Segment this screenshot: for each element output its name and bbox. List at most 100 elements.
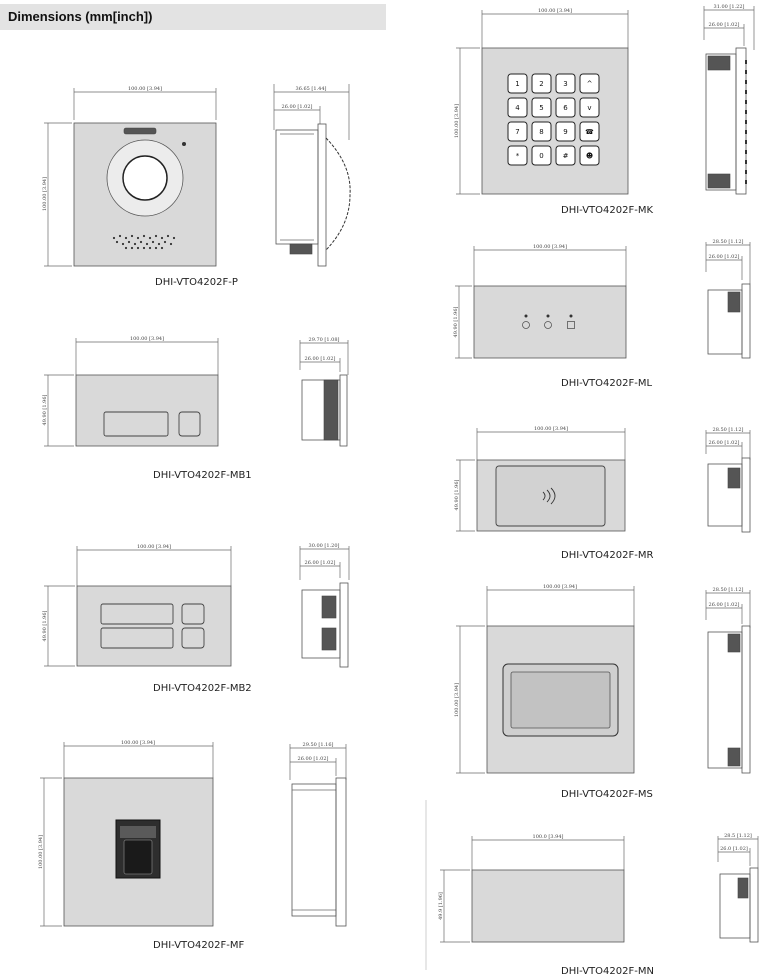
drawing-ms-front: 100.00 [3.94] 100.00 [3.94]: [454, 584, 635, 774]
keypad-key: [507, 73, 528, 94]
front-plate: [749, 867, 759, 943]
drawing-p-side: 36.65 [1.44] 26.00 [1.02]: [273, 84, 351, 267]
keypad-key-label: ☻: [586, 152, 593, 160]
keypad-key-label: ^: [587, 80, 593, 88]
front-plate: [339, 582, 349, 668]
keypad-key: [507, 121, 528, 142]
housing-box: [275, 129, 319, 245]
front-plate: [335, 777, 347, 927]
indicator-light: [182, 142, 186, 146]
model-label-ml: DHI-VTO4202F-ML: [561, 378, 652, 389]
back-bracket-top: [727, 633, 741, 653]
keypad-key-label: 4: [515, 104, 520, 112]
model-label-mr: DHI-VTO4202F-MR: [561, 550, 653, 561]
model-label-p: DHI-VTO4202F-P: [155, 277, 238, 288]
keypad-key: [555, 73, 576, 94]
dim-mb1-height: 49.90 [1.96]: [42, 394, 48, 425]
dim-ml-height: 49.90 [1.96]: [453, 306, 459, 337]
panel-mn: [471, 869, 625, 943]
drawing-mb2-side: 30.00 [1.20] 26.00 [1.02]: [299, 543, 350, 668]
dim-mn-depth-box: 26.0 [1.02]: [720, 846, 748, 852]
keypad-key-label: 2: [539, 80, 543, 88]
call-button-1: [181, 603, 205, 625]
dim-ms-width: 100.00 [3.94]: [543, 584, 577, 590]
keypad-key: [555, 97, 576, 118]
back-bracket-bottom: [321, 627, 337, 651]
dim-mk-depth-total: 31.00 [1.22]: [714, 4, 745, 10]
keypad-key: [507, 145, 528, 166]
unlock-icon: [567, 321, 575, 329]
dim-mb2-depth-box: 26.00 [1.02]: [305, 560, 336, 566]
dim-mb2-height: 49.90 [1.96]: [42, 610, 48, 641]
keypad-key: [531, 121, 552, 142]
back-bracket-bottom: [727, 747, 741, 767]
dim-p-depth-total: 36.65 [1.44]: [296, 86, 327, 92]
front-plate: [735, 47, 747, 195]
dim-ms-height: 100.00 [3.94]: [454, 683, 460, 717]
section-header: Dimensions (mm[inch]): [0, 4, 386, 30]
logo: [123, 127, 157, 135]
keypad-key: [579, 97, 600, 118]
display-screen: [510, 671, 611, 729]
keypad-key-label: ☎: [585, 128, 594, 136]
dim-mb1-depth-total: 29.70 [1.08]: [309, 337, 340, 343]
keypad-key: [579, 121, 600, 142]
drawing-p-front: 100.00 [3.94] 100.00 [3.94]: [42, 86, 217, 267]
name-plate-button-2: [100, 627, 174, 649]
dim-mk-height: 100.00 [3.94]: [454, 104, 460, 138]
front-plate: [741, 283, 751, 359]
back-bracket-top: [321, 595, 337, 619]
dim-mb2-depth-total: 30.00 [1.20]: [309, 543, 340, 549]
rfid-icon: [542, 487, 556, 505]
keypad-key: [579, 145, 600, 166]
dim-mr-depth-box: 26.00 [1.02]: [709, 440, 740, 446]
dim-mr-height: 49.90 [1.96]: [454, 479, 460, 510]
dim-mf-depth-box: 26.00 [1.02]: [298, 756, 329, 762]
name-plate-button-1: [100, 603, 174, 625]
back-bracket: [727, 467, 741, 489]
model-label-mb1: DHI-VTO4202F-MB1: [153, 470, 252, 481]
drawing-mn-side: 28.5 [1.12] 26.0 [1.02]: [717, 833, 759, 943]
led-2: [546, 314, 550, 318]
keypad-key-label: 7: [515, 128, 519, 136]
front-plate: [339, 374, 348, 447]
drawing-mr-front: 100.00 [3.94] 49.90 [1.96]: [454, 426, 626, 532]
keypad-key: [531, 73, 552, 94]
drawing-mf-side: 29.50 [1.16] 26.00 [1.02]: [289, 742, 347, 927]
back-bracket: [727, 291, 741, 313]
dim-mn-depth-total: 28.5 [1.12]: [724, 833, 752, 839]
dim-mb1-width: 100.00 [3.94]: [130, 336, 164, 342]
fingerprint-sensor-icon: [123, 839, 153, 875]
keypad-key-label: 3: [563, 80, 567, 88]
fingerprint-reader-top: [120, 826, 156, 838]
dim-mb2-width: 100.00 [3.94]: [137, 544, 171, 550]
model-label-ms: DHI-VTO4202F-MS: [561, 789, 653, 800]
model-label-mb2: DHI-VTO4202F-MB2: [153, 683, 252, 694]
model-label-mn: DHI-VTO4202F-MN: [561, 966, 654, 977]
dim-p-width: 100.00 [3.94]: [128, 86, 162, 92]
dim-p-height: 100.00 [3.94]: [42, 177, 48, 211]
keypad-key-label: v: [587, 104, 591, 112]
drawing-ml-front: 100.00 [3.94] 49.90 [1.96]: [453, 244, 627, 359]
camera-lens-icon: [122, 155, 168, 201]
dim-mf-width: 100.00 [3.94]: [121, 740, 155, 746]
keypad-key: [555, 145, 576, 166]
dim-ms-depth-total: 28.50 [1.12]: [713, 587, 744, 593]
drawing-mf-front: 100.00 [3.94] 100.00 [3.94]: [38, 740, 214, 927]
housing-box: [705, 53, 737, 191]
drawing-mb2-front: 100.00 [3.94] 49.90 [1.96]: [42, 544, 232, 667]
camera-dome-profile: [325, 137, 351, 251]
front-plate: [317, 123, 327, 267]
speaker-grille: [112, 234, 176, 250]
keypad-key-label: *: [516, 152, 520, 160]
dim-mk-depth-box: 26.00 [1.02]: [709, 22, 740, 28]
keypad-key: [531, 97, 552, 118]
panel-mb2: [76, 585, 232, 667]
panel-mk: [481, 47, 629, 195]
dim-mr-width: 100.00 [3.94]: [534, 426, 568, 432]
name-plate-button: [103, 411, 169, 437]
dim-mf-height: 100.00 [3.94]: [38, 835, 44, 869]
led-1: [524, 314, 528, 318]
